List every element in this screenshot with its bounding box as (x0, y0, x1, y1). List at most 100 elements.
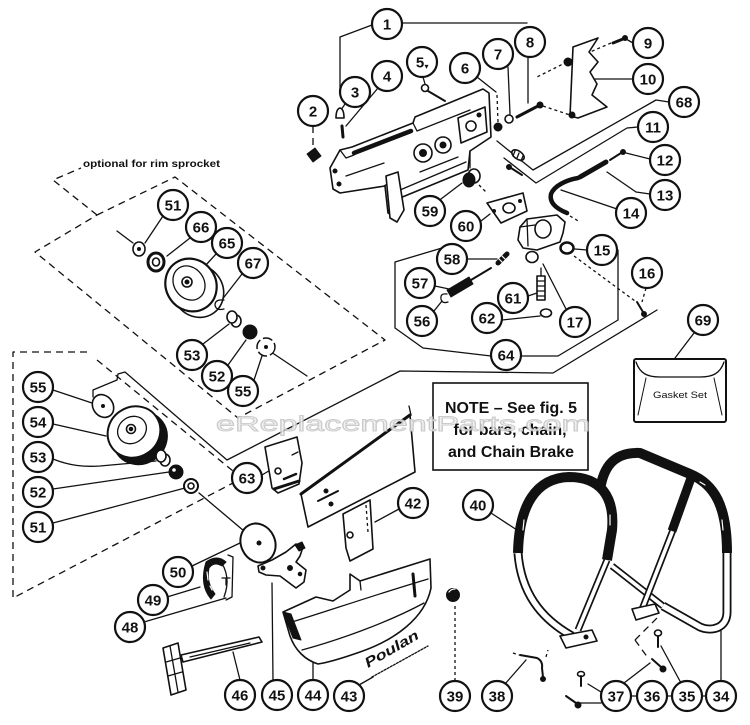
callout-10[interactable]: 10 (631, 62, 665, 96)
callout-55[interactable]: 55 (21, 370, 55, 404)
callout-37[interactable]: 37 (599, 679, 633, 713)
callout-40[interactable]: 40 (461, 488, 495, 522)
callout-number: 39 (447, 688, 464, 705)
part-14-hose-route (569, 215, 581, 223)
leader-line-38 (504, 659, 527, 685)
callout-50[interactable]: 50 (161, 555, 195, 589)
carburetor-throat (534, 219, 552, 239)
callout-56[interactable]: 56 (405, 304, 439, 338)
callout-53[interactable]: 53 (175, 338, 209, 372)
part-63-plate-slot (282, 472, 298, 481)
carburetor-kit-outline (394, 247, 619, 357)
callout-2[interactable]: 2 (296, 94, 330, 128)
callout-17[interactable]: 17 (558, 305, 592, 339)
callout-57[interactable]: 57 (403, 266, 437, 300)
callout-bubble (670, 679, 704, 713)
callout-bubble (686, 303, 720, 337)
callout-43[interactable]: 43 (332, 679, 366, 713)
leader-line-59 (440, 182, 463, 200)
callout-49[interactable]: 49 (136, 583, 170, 617)
callout-51[interactable]: 51 (21, 510, 55, 544)
callout-bubble (296, 94, 330, 128)
callout-4[interactable]: 4 (370, 59, 404, 93)
leader-line-61 (527, 292, 538, 297)
callout-51[interactable]: 51 (156, 188, 190, 222)
callout-63[interactable]: 63 (230, 461, 264, 495)
leader-line-37 (579, 662, 651, 704)
callout-62[interactable]: 62 (470, 301, 504, 335)
callout-38[interactable]: 38 (480, 679, 514, 713)
callout-69[interactable]: 69 (686, 303, 720, 337)
callout-64[interactable]: 64 (489, 338, 523, 372)
callout-bubble (704, 679, 738, 713)
part-34-handle-inner-grip (667, 476, 696, 533)
callout-35[interactable]: 35 (670, 679, 704, 713)
callout-45[interactable]: 45 (260, 678, 294, 712)
callout-1[interactable]: 1 (370, 7, 404, 41)
callout-bubble (230, 461, 264, 495)
callout-number: 11 (645, 119, 661, 136)
callout-3[interactable]: 3 (338, 75, 372, 109)
callout-7[interactable]: 7 (481, 37, 515, 71)
callout-bubble (200, 359, 234, 393)
callout-12[interactable]: 12 (648, 143, 682, 177)
callout-53[interactable]: 53 (21, 440, 55, 474)
callout-54[interactable]: 54 (21, 405, 55, 439)
callout-number: 57 (412, 275, 429, 292)
callout-66[interactable]: 66 (184, 210, 218, 244)
part-53-bearing (155, 449, 167, 463)
callout-42[interactable]: 42 (396, 486, 430, 520)
callout-suffix-mark: ▾ (425, 62, 429, 71)
part-52-nut (168, 464, 184, 480)
leader-line-17 (542, 263, 567, 310)
leader-line-60 (480, 213, 491, 222)
leader-line-46 (232, 651, 241, 681)
gasket-set-envelope: Gasket Set (633, 358, 727, 423)
callout-36[interactable]: 36 (635, 679, 669, 713)
callout-9[interactable]: 9 (631, 26, 665, 60)
engine-housing-assembly (329, 88, 492, 223)
callout-number: 42 (405, 495, 422, 512)
callout-number: 43 (341, 688, 358, 705)
callout-65[interactable]: 65 (210, 226, 244, 260)
callout-14[interactable]: 14 (614, 196, 648, 230)
callout-52[interactable]: 52 (21, 475, 55, 509)
callout-5[interactable]: 5▾ (405, 45, 439, 79)
callout-68[interactable]: 68 (667, 85, 701, 119)
rim-sprocket-axis-line (116, 230, 308, 377)
callout-bubble (648, 143, 682, 177)
callout-58[interactable]: 58 (435, 242, 469, 276)
part-45-hole-right (297, 571, 303, 577)
leader-line-7 (507, 66, 511, 115)
leader-line-56 (433, 300, 443, 312)
callout-13[interactable]: 13 (648, 178, 682, 212)
callout-34[interactable]: 34 (704, 679, 738, 713)
part-10-upper-fastener (563, 57, 573, 67)
leader-line-51 (52, 487, 186, 524)
leader-line-4 (345, 87, 379, 127)
callout-number: 52 (209, 368, 226, 385)
callout-67[interactable]: 67 (236, 246, 270, 280)
callout-59[interactable]: 59 (413, 194, 447, 228)
callout-48[interactable]: 48 (113, 610, 147, 644)
envelope-flap (635, 361, 725, 378)
callout-8[interactable]: 8 (513, 25, 547, 59)
part-10-bracket (569, 37, 608, 119)
housing-rod (351, 128, 414, 156)
callout-16[interactable]: 16 (630, 256, 664, 290)
callout-15[interactable]: 15 (585, 233, 619, 267)
callout-46[interactable]: 46 (223, 678, 257, 712)
part-34-handle-grip (595, 447, 732, 554)
callout-bubble (481, 37, 515, 71)
callout-6[interactable]: 6 (448, 51, 482, 85)
callout-55[interactable]: 55 (226, 374, 260, 408)
callout-60[interactable]: 60 (449, 209, 483, 243)
callout-61[interactable]: 61 (496, 281, 530, 315)
part-63-plate-hole (274, 467, 282, 475)
part-63-plate-mark (291, 451, 299, 456)
callout-52[interactable]: 52 (200, 359, 234, 393)
callout-44[interactable]: 44 (296, 678, 330, 712)
callout-11[interactable]: 11 (636, 110, 670, 144)
callout-39[interactable]: 39 (438, 679, 472, 713)
